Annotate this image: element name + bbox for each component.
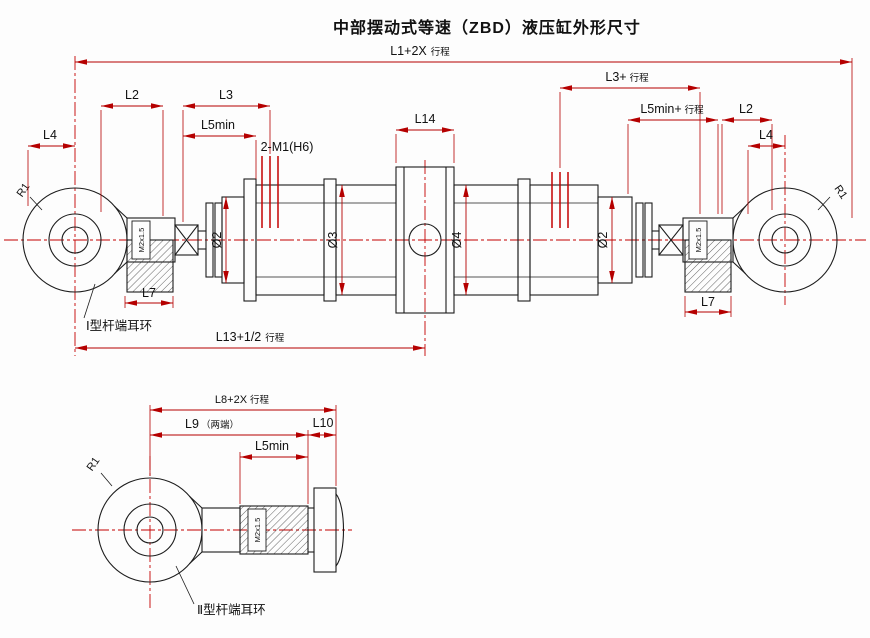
centerlines-detail xyxy=(72,456,352,610)
ports-label: 2-M1(H6) xyxy=(261,140,314,154)
dia3-label: Ø3 xyxy=(326,232,340,249)
type2-label: Ⅱ型杆端耳环 xyxy=(197,603,266,617)
type1-label: Ⅰ型杆端耳环 xyxy=(86,319,152,333)
dim-l3-left-label: L3 xyxy=(219,88,233,102)
thread-detail-label: M2x1.5 xyxy=(253,518,262,543)
right-rod-eye: M2x1.5 R1 xyxy=(682,183,850,293)
dim-l10-label: L10 xyxy=(313,416,334,430)
type1-callout: Ⅰ型杆端耳环 xyxy=(83,283,152,333)
right-thread-box xyxy=(688,220,708,260)
dim-l14-label: L14 xyxy=(415,112,436,126)
detail-rod-eye: M2x1.5 R1 xyxy=(85,455,344,583)
thread-left-label: M2x1.5 xyxy=(137,228,146,253)
type2-callout: Ⅱ型杆端耳环 xyxy=(175,565,266,617)
dim-l7-left-label: L7 xyxy=(142,286,156,300)
thread-right-label: M2x1.5 xyxy=(694,228,703,253)
dim-l4-right-label: L4 xyxy=(759,128,773,142)
dim-l5min-left-label: L5min xyxy=(201,118,235,132)
dim-l9-label: L9（两端） xyxy=(185,417,239,431)
page-title: 中部摆动式等速（ZBD）液压缸外形尺寸 xyxy=(333,18,641,37)
dia2-left-label: Ø2 xyxy=(210,232,224,249)
dim-l4-left-label: L4 xyxy=(43,128,57,142)
radius-detail-label: R1 xyxy=(85,455,103,473)
dim-l2-right-label: L2 xyxy=(739,102,753,116)
detail-thread-box xyxy=(247,508,267,552)
dia2-right-label: Ø2 xyxy=(596,232,610,249)
dim-l2-left-label: L2 xyxy=(125,88,139,102)
radius-left-label: R1 xyxy=(15,181,33,199)
oil-port-marks-right xyxy=(551,172,569,228)
cylinder-assembly xyxy=(205,156,653,314)
dim-l5min-detail-label: L5min xyxy=(255,439,289,453)
radius-right-label: R1 xyxy=(832,183,850,201)
dim-l7-right-label: L7 xyxy=(701,295,715,309)
dim-l3-right-label: L3+行程 xyxy=(605,70,649,84)
dia4-label: Ø4 xyxy=(450,232,464,249)
left-rod-eye: M2x1.5 R1 xyxy=(15,181,176,293)
main-view: M2x1.5 R1 xyxy=(4,44,866,356)
left-thread-box xyxy=(131,220,151,260)
dim-l5min-right-label: L5min+行程 xyxy=(640,102,704,116)
left-coupler xyxy=(174,224,207,256)
oil-port-marks-left xyxy=(261,156,279,228)
